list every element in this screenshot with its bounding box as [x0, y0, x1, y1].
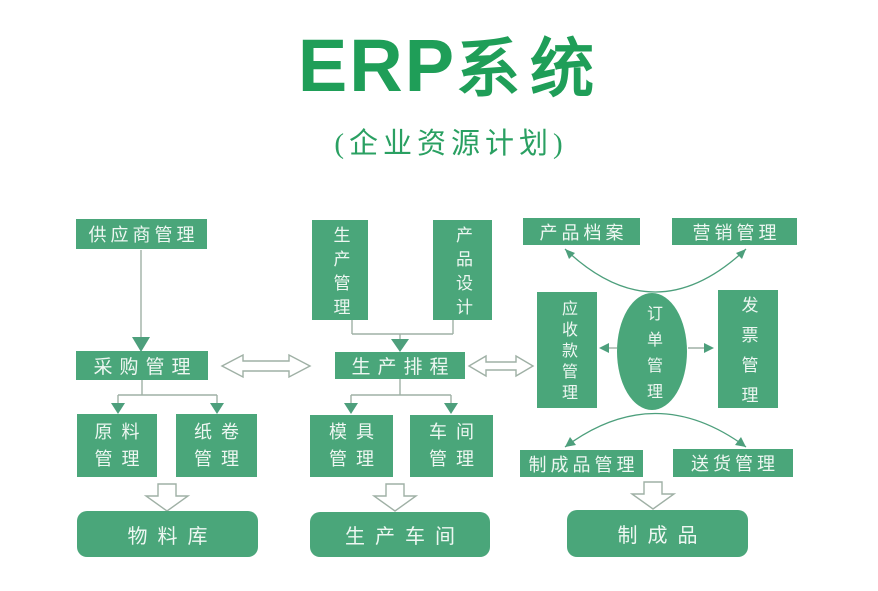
node-marketing-management: 营销管理: [672, 218, 797, 245]
node-workshop-management: 车间管理: [410, 415, 493, 477]
node-finished-goods-management: 制成品管理: [520, 450, 643, 477]
node-purchasing-management: 采购管理: [76, 351, 208, 380]
title-erp-text: ERP: [297, 24, 457, 107]
block-arrow-to-finished-goods: [629, 481, 677, 510]
connector-production-design-to-scheduling: [351, 320, 454, 352]
node-product-archives: 产品档案: [523, 218, 640, 245]
node-invoice-management: 发票管理: [718, 290, 778, 416]
node-accounts-receivable-management: 应收款管理: [537, 292, 597, 408]
node-raw-material-management: 原料管理: [77, 414, 157, 477]
title-system-text: 系统: [456, 34, 605, 105]
node-mold-management: 模具管理: [310, 415, 393, 477]
node-production-workshop: 生产车间: [310, 512, 490, 557]
arrow-order-to-invoice: [688, 343, 714, 353]
node-product-design: 产品设计: [433, 220, 492, 322]
page-title: ERP系统: [12, 18, 878, 110]
arc-order-to-archives-marketing: [564, 248, 747, 293]
block-arrow-to-production-workshop: [371, 483, 419, 512]
double-arrow-scheduling-receivable: [467, 354, 535, 378]
arrow-supplier-to-purchasing: [132, 250, 150, 352]
node-supplier-management: 供应商管理: [76, 219, 207, 249]
arc-order-to-finished-delivery: [564, 412, 747, 448]
node-paper-roll-management: 纸卷管理: [176, 414, 257, 477]
block-arrow-to-material-warehouse: [143, 483, 191, 512]
connector-purchasing-to-materials: [111, 380, 224, 414]
node-delivery-management: 送货管理: [673, 449, 793, 477]
node-finished-goods: 制成品: [567, 510, 748, 557]
arrow-order-to-receivable: [599, 343, 617, 353]
double-arrow-purchasing-scheduling: [220, 353, 312, 379]
node-production-management: 生产管理: [312, 220, 368, 322]
page-subtitle: (企业资源计划): [334, 128, 568, 160]
node-material-warehouse: 物料库: [77, 511, 258, 557]
connector-scheduling-to-mold-workshop: [344, 379, 458, 414]
node-order-management: 订单管理: [617, 293, 687, 410]
node-production-scheduling: 生产排程: [335, 352, 465, 379]
